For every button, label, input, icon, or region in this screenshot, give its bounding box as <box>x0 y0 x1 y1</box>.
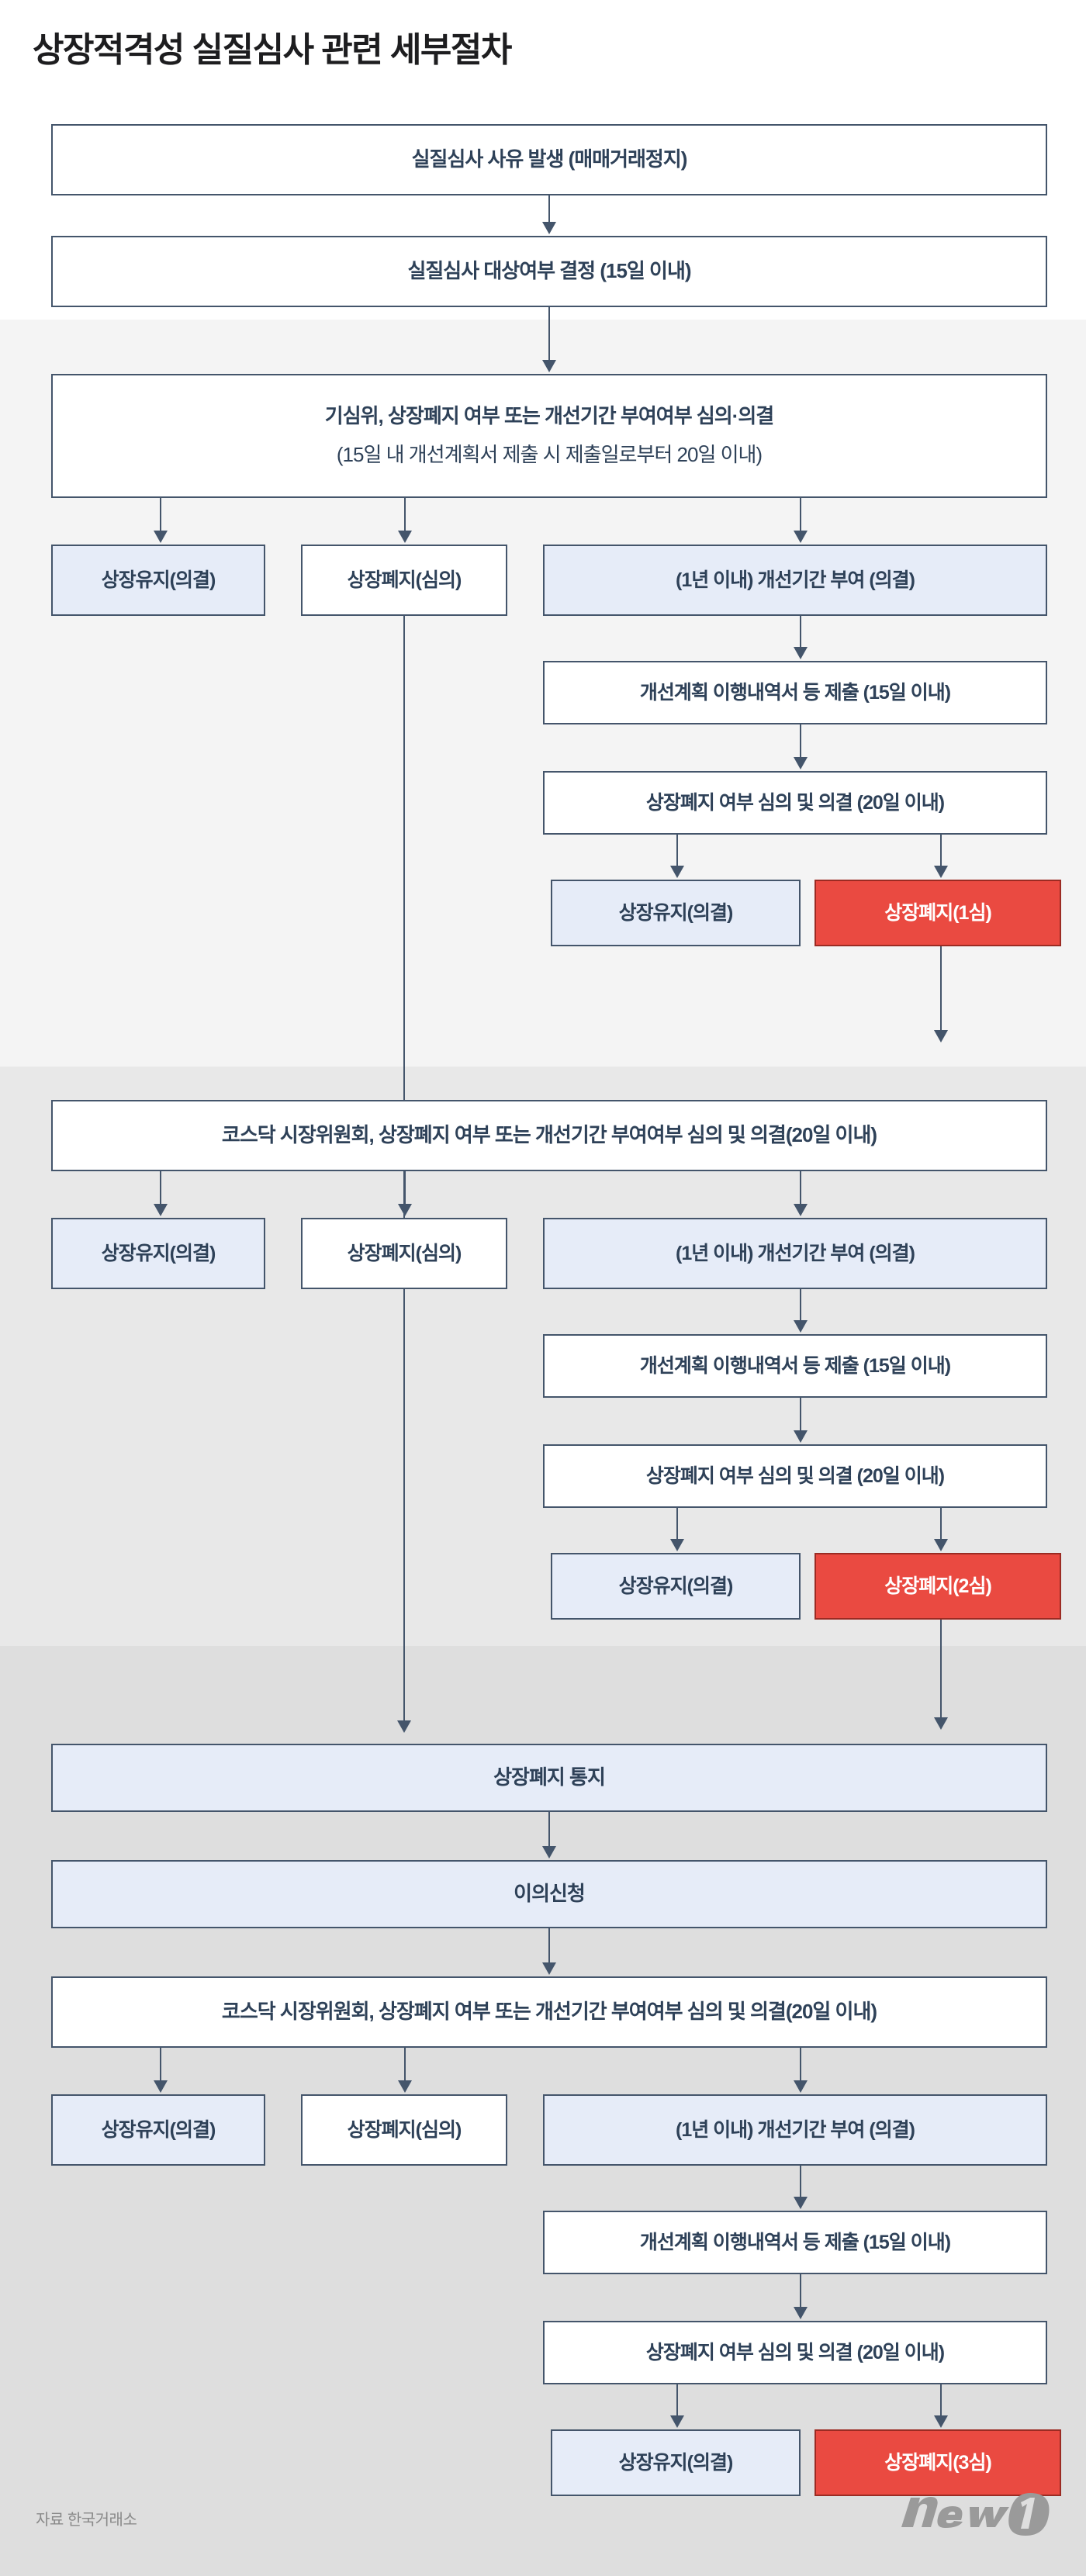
connector-arrow <box>154 1204 168 1216</box>
connector-arrow <box>794 1320 808 1333</box>
connector-line <box>548 1928 550 1966</box>
node-s1-review: 상장폐지 여부 심의 및 의결 (20일 이내) <box>543 771 1047 835</box>
node-decide-target: 실질심사 대상여부 결정 (15일 이내) <box>51 236 1047 307</box>
connector-arrow <box>542 1846 556 1859</box>
connector-line <box>800 2274 801 2310</box>
connector-arrow <box>934 1030 948 1043</box>
connector-arrow <box>934 1539 948 1551</box>
connector-line <box>404 2048 406 2083</box>
connector-line <box>800 498 801 534</box>
node-s2-delist-review: 상장폐지(심의) <box>301 1218 507 1289</box>
connector-arrow <box>398 1204 412 1216</box>
connector-line <box>800 2048 801 2083</box>
connector-arrow <box>154 531 168 543</box>
connector-line <box>160 2048 161 2083</box>
connector-arrow <box>794 2307 808 2319</box>
connector-arrow <box>794 531 808 543</box>
node-s3-delist-review: 상장폐지(심의) <box>301 2094 507 2166</box>
connector-arrow <box>794 1204 808 1216</box>
node-start: 실질심사 사유 발생 (매매거래정지) <box>51 124 1047 195</box>
connector-line <box>676 835 678 869</box>
connector-arrow <box>398 531 412 543</box>
connector-arrow <box>398 2080 412 2093</box>
connector-line <box>800 2166 801 2200</box>
connector-line <box>800 616 801 650</box>
connector-arrow <box>670 1539 684 1551</box>
connector-arrow <box>934 1717 948 1730</box>
node-s2-delist: 상장폐지(2심) <box>814 1553 1061 1620</box>
node-s2-keep2: 상장유지(의결) <box>551 1553 801 1620</box>
connector-arrow <box>397 1720 411 1733</box>
connector-line <box>940 2384 942 2419</box>
node-s1-keep: 상장유지(의결) <box>51 545 265 616</box>
connector-line <box>940 1620 942 1720</box>
node-s3-keep2: 상장유지(의결) <box>551 2429 801 2496</box>
page-title: 상장적격성 실질심사 관련 세부절차 <box>33 31 512 69</box>
connector-line <box>548 1812 550 1849</box>
connector-line <box>940 1508 942 1542</box>
node-s3-keep: 상장유지(의결) <box>51 2094 265 2166</box>
news1-logo <box>897 2491 1052 2536</box>
connector-arrow <box>794 2080 808 2093</box>
connector-arrow <box>794 647 808 659</box>
connector-line <box>548 195 550 225</box>
connector-line <box>404 1171 406 1207</box>
node-s1-keep2: 상장유지(의결) <box>551 880 801 946</box>
connector-line <box>548 307 550 363</box>
connector-line <box>940 835 942 869</box>
node-notice: 상장폐지 통지 <box>51 1744 1047 1812</box>
node-s1-header: 기심위, 상장폐지 여부 또는 개선기간 부여여부 심의·의결 (15일 내 개… <box>51 374 1047 498</box>
connector-arrow <box>542 360 556 372</box>
node-s1-delist-review: 상장폐지(심의) <box>301 545 507 616</box>
connector-line <box>160 1171 161 1207</box>
connector-arrow <box>670 2415 684 2428</box>
node-s2-keep: 상장유지(의결) <box>51 1218 265 1289</box>
node-s3-header: 코스닥 시장위원회, 상장폐지 여부 또는 개선기간 부여여부 심의 및 의결(… <box>51 1976 1047 2048</box>
node-s3-delist: 상장폐지(3심) <box>814 2429 1061 2496</box>
node-s1-delist: 상장폐지(1심) <box>814 880 1061 946</box>
connector-arrow <box>794 757 808 769</box>
node-objection: 이의신청 <box>51 1860 1047 1928</box>
connector-arrow <box>794 2197 808 2209</box>
connector-arrow <box>542 222 556 234</box>
node-s2-submit: 개선계획 이행내역서 등 제출 (15일 이내) <box>543 1334 1047 1398</box>
connector-arrow <box>154 2080 168 2093</box>
node-s3-grace: (1년 이내) 개선기간 부여 (의결) <box>543 2094 1047 2166</box>
node-s2-header: 코스닥 시장위원회, 상장폐지 여부 또는 개선기간 부여여부 심의 및 의결(… <box>51 1100 1047 1171</box>
connector-line <box>940 946 942 1033</box>
node-s1-header-line1: 기심위, 상장폐지 여부 또는 개선기간 부여여부 심의·의결 <box>324 404 774 428</box>
node-s2-review: 상장폐지 여부 심의 및 의결 (20일 이내) <box>543 1444 1047 1508</box>
node-s1-grace: (1년 이내) 개선기간 부여 (의결) <box>543 545 1047 616</box>
connector-arrow <box>542 1962 556 1975</box>
node-s1-submit: 개선계획 이행내역서 등 제출 (15일 이내) <box>543 661 1047 724</box>
connector-line <box>800 724 801 760</box>
connector-line <box>800 1289 801 1323</box>
source-label: 자료 한국거래소 <box>36 2512 137 2529</box>
connector-arrow <box>670 866 684 878</box>
news1-logo-icon <box>901 2493 1050 2536</box>
node-s2-grace: (1년 이내) 개선기간 부여 (의결) <box>543 1218 1047 1289</box>
connector-line <box>800 1171 801 1207</box>
node-s3-submit: 개선계획 이행내역서 등 제출 (15일 이내) <box>543 2211 1047 2274</box>
connector-line <box>160 498 161 534</box>
connector-line <box>800 1398 801 1433</box>
connector-arrow <box>934 2415 948 2428</box>
connector-arrow <box>934 866 948 878</box>
connector-line <box>404 498 406 534</box>
connector-line <box>676 2384 678 2419</box>
connector-arrow <box>794 1430 808 1443</box>
node-s1-header-line2: (15일 내 개선계획서 제출 시 제출일로부터 20일 이내) <box>336 443 763 466</box>
connector-line <box>676 1508 678 1542</box>
node-s3-review: 상장폐지 여부 심의 및 의결 (20일 이내) <box>543 2321 1047 2384</box>
